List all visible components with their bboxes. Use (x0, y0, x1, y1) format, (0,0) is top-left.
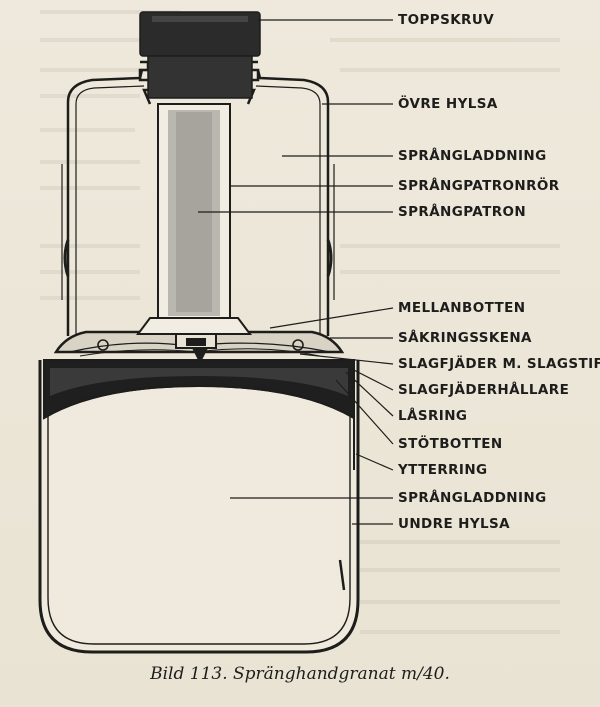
top-screw (139, 11, 261, 99)
middle-plate (53, 330, 345, 364)
figure-caption: Bild 113. Spränghandgranat m/40. (150, 664, 450, 684)
label-sprangladdning-lower: SPRÅNGLADDNING (398, 490, 547, 506)
lower-casing (38, 360, 360, 654)
label-ytterring: YTTERRING (398, 462, 488, 478)
label-ovre-hylsa: ÖVRE HYLSA (398, 96, 498, 112)
label-slagfjaderhallare: SLAGFJÄDERHÅLLARE (398, 382, 570, 398)
label-sprangladdning-upper: SPRÅNGLADDNING (398, 148, 547, 164)
impact-bottom (43, 359, 355, 420)
detonator-tube (136, 103, 252, 335)
label-sprangpatron: SPRÅNGPATRON (398, 204, 527, 220)
leader-lines (198, 19, 394, 525)
label-slagfjader-slagstift: SLAGFJÄDER M. SLAGSTIFT (398, 356, 600, 372)
label-toppskruv: TOPPSKRUV (398, 12, 495, 28)
upper-casing (61, 69, 335, 336)
label-lasring: LÅSRING (398, 408, 468, 424)
label-sprangpatronror: SPRÅNGPATRONRÖR (398, 178, 560, 194)
label-undre-hylsa: UNDRE HYLSA (398, 516, 511, 532)
label-stotbotten: STÖTBOTTEN (398, 436, 503, 452)
label-sakringsskena: SÅKRINGSSKENA (398, 330, 532, 346)
label-mellanbotten: MELLANBOTTEN (398, 300, 526, 316)
